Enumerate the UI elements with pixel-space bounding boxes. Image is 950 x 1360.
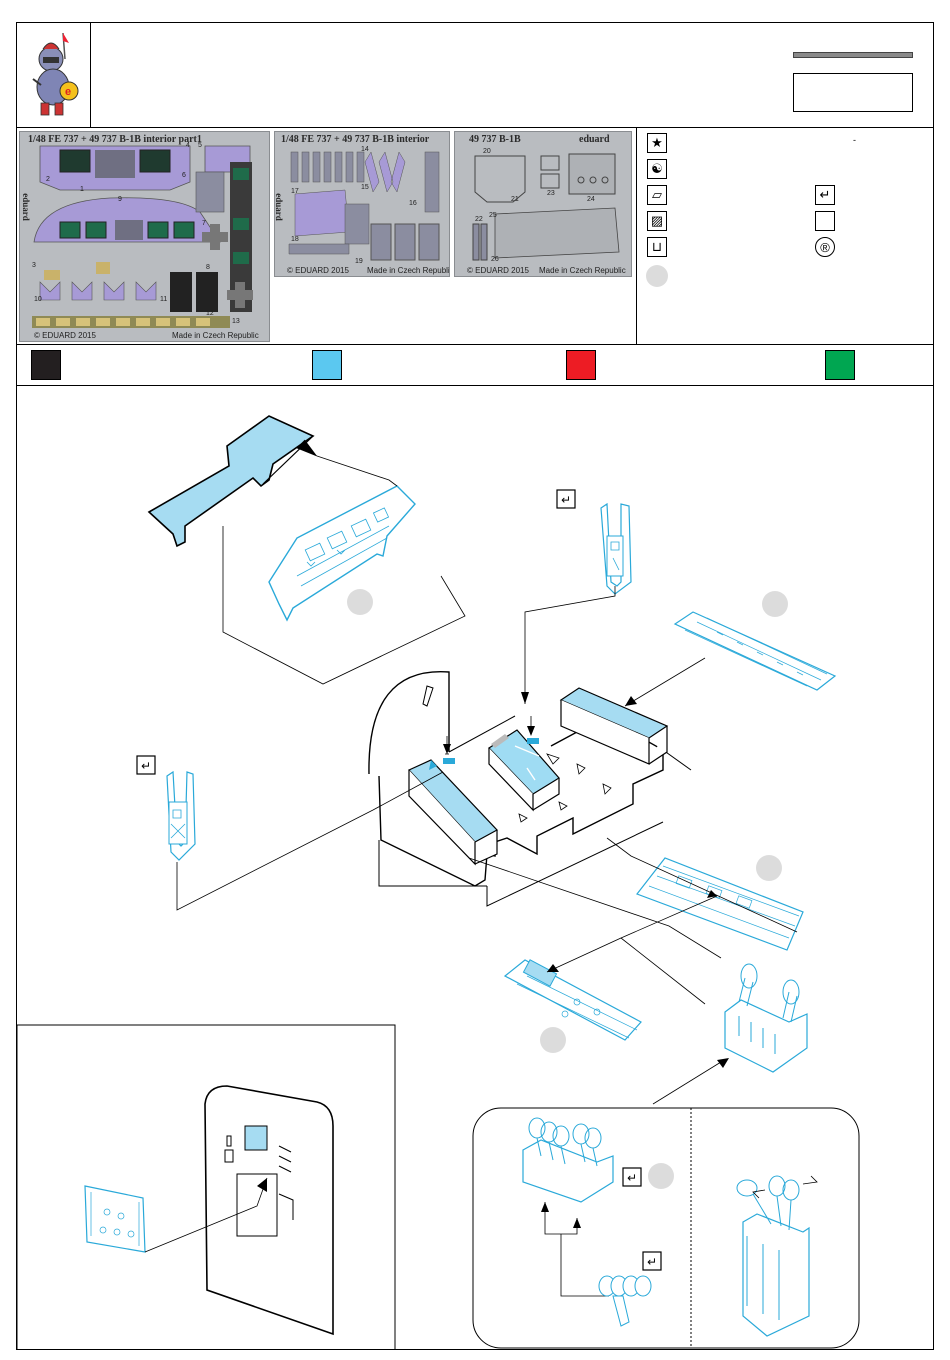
bend-check-icon: ↵ — [815, 185, 835, 205]
part-number: 2 — [46, 176, 50, 183]
fret-legend-divider — [636, 127, 637, 344]
legend-dash: - — [853, 135, 856, 145]
part-number: 22 — [475, 216, 483, 223]
fret-part2: 1/48 FE 737 + 49 737 B-1B interior eduar… — [274, 131, 450, 277]
fret-part2-made-in: Made in Czech Republic — [367, 266, 450, 275]
part-number: 21 — [511, 196, 519, 203]
fret-part1-drawing — [32, 145, 253, 328]
color-swatch-black — [31, 350, 61, 380]
check-mark-icon: ↵ — [627, 1171, 637, 1185]
swatch-row-bottom-line — [17, 385, 933, 386]
check-mark-icon: ↵ — [647, 1255, 657, 1269]
header-divider — [90, 23, 91, 127]
part-number: 4 — [186, 142, 190, 149]
fret-part3-drawing — [472, 153, 620, 261]
svg-text:e: e — [65, 86, 71, 98]
part-number: 15 — [361, 184, 369, 191]
fret-part3-brand: eduard — [579, 134, 610, 145]
hatched-icon: ▨ — [647, 211, 667, 231]
part-number: 25 — [489, 212, 497, 219]
part-number: 23 — [547, 190, 555, 197]
instruction-sheet: e 1/48 FE 737 + 49 737 B-1B interior par… — [16, 22, 934, 1350]
color-swatch-green — [825, 350, 855, 380]
part-number: 9 — [118, 196, 122, 203]
part-number: 13 — [232, 318, 240, 325]
part-number: 8 — [206, 264, 210, 271]
fret-part1: 1/48 FE 737 + 49 737 B-1B interior part1… — [19, 131, 270, 342]
registered-icon: ® — [815, 237, 835, 257]
yin-yang-icon: ☯ — [647, 159, 667, 179]
parallelogram-icon: ▱ — [647, 185, 667, 205]
part-number: 10 — [34, 296, 42, 303]
drill-icon: ⊔ — [647, 237, 667, 257]
fret-part2-title: 1/48 FE 737 + 49 737 B-1B interior — [281, 134, 430, 145]
fret-part3: 49 737 B-1B eduard © EDUARD 2015 Made in… — [454, 131, 632, 277]
fret-part2-drawing — [288, 151, 440, 261]
color-swatch-light-blue — [312, 350, 342, 380]
part-number: 18 — [291, 236, 299, 243]
part-number: 11 — [160, 296, 168, 303]
part-number: 6 — [182, 172, 186, 179]
part-number: 5 — [198, 142, 202, 149]
fret-part3-title: 49 737 B-1B — [469, 134, 521, 145]
step-circle — [646, 265, 668, 287]
check-mark-icon: ↵ — [141, 759, 151, 773]
assembly-diagram: ↵ — [17, 415, 860, 1350]
part-number: 24 — [587, 196, 595, 203]
fret-part2-copyright: © EDUARD 2015 — [287, 266, 349, 275]
part-number: 14 — [361, 146, 369, 153]
header-bar — [793, 52, 913, 58]
header-box — [793, 73, 913, 112]
empty-square-icon — [815, 211, 835, 231]
fret-part3-made-in: Made in Czech Republic — [539, 266, 626, 275]
fret-row-bottom-line — [17, 344, 933, 345]
part-number: 17 — [291, 188, 299, 195]
color-swatch-red — [566, 350, 596, 380]
fret-part1-made-in: Made in Czech Republic — [172, 331, 259, 340]
fret-part1-copyright: © EDUARD 2015 — [34, 331, 96, 340]
part-number: 1 — [80, 186, 84, 193]
check-mark-icon: ↵ — [561, 493, 571, 507]
part-number: 16 — [409, 200, 417, 207]
part-number: 20 — [483, 148, 491, 155]
header-bottom-line — [17, 127, 933, 128]
part-number: 12 — [206, 310, 214, 317]
fret-part1-title: 1/48 FE 737 + 49 737 B-1B interior part1 — [28, 134, 202, 145]
eduard-mascot-logo: e — [32, 32, 79, 116]
part-number: 3 — [32, 262, 36, 269]
fret-part3-copyright: © EDUARD 2015 — [467, 266, 529, 275]
star-icon: ★ — [647, 133, 667, 153]
part-number: 7 — [202, 220, 206, 227]
part-number: 26 — [491, 256, 499, 263]
part-number: 19 — [355, 258, 363, 265]
